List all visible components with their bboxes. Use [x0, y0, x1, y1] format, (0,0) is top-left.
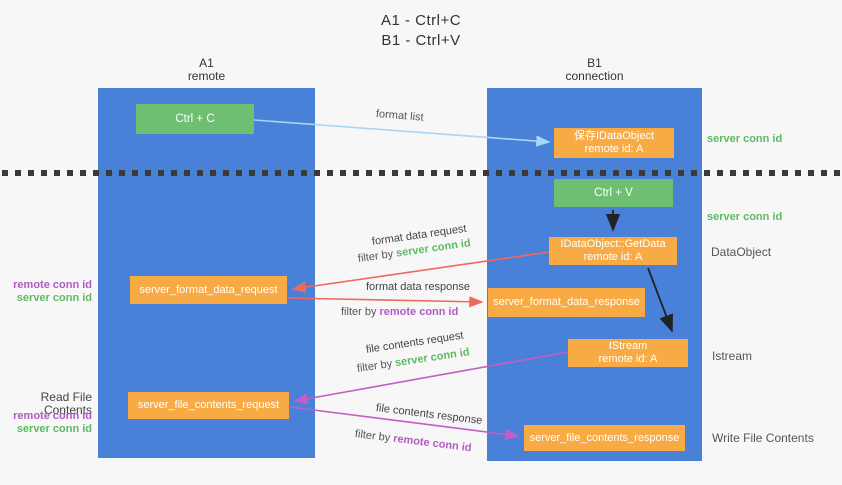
session-divider-dotted-line: [2, 170, 840, 176]
server-conn-id-label-top: server conn id: [707, 133, 783, 145]
format-request-label: server_format_data_request: [139, 283, 278, 296]
save-idataobject-line1: 保存IDataObject: [573, 130, 655, 142]
server-format-data-response-box: server_format_data_response: [488, 288, 645, 317]
server-conn-id-label: server conn id: [16, 292, 92, 304]
remote-conn-id-label: remote conn id: [13, 279, 92, 291]
title-line-1: A1 - Ctrl+C: [380, 12, 462, 29]
server-format-data-request-box: server_format_data_request: [130, 276, 287, 304]
filter-by-text: filter by: [357, 248, 394, 265]
lane-header-b1-connection: B1 connection: [487, 57, 702, 83]
istream-line1: IStream: [608, 340, 648, 352]
remote-conn-id-text: remote conn id: [392, 432, 473, 455]
lane-a-name: remote: [187, 69, 226, 83]
getdata-line1: IDataObject::GetData: [560, 238, 666, 250]
ctrl-v-label: Ctrl + V: [594, 186, 633, 199]
getdata-line2: remote id: A: [583, 251, 643, 263]
lane-b-name: connection: [565, 69, 624, 83]
diagram-title: A1 - Ctrl+C B1 - Ctrl+V: [0, 11, 842, 51]
lane-b-id: B1: [587, 56, 602, 70]
file-request-label: server_file_contents_request: [137, 399, 280, 411]
idataobject-getdata-box: IDataObject::GetData remote id: A: [549, 237, 677, 265]
lane-a-id: A1: [199, 56, 214, 70]
server-conn-id-label: server conn id: [16, 423, 92, 435]
read-file-contents-label: Read File Contents: [40, 390, 92, 417]
format-list-label: format list: [375, 108, 425, 124]
filter-by-text: filter by: [354, 428, 391, 445]
save-idataobject-box: 保存IDataObject remote id: A: [554, 128, 674, 158]
file-response-label: server_file_contents_response: [529, 431, 680, 444]
format-data-response-label: format data response: [366, 281, 470, 293]
lane-header-a1-remote: A1 remote: [98, 57, 315, 83]
save-idataobject-line2: remote id: A: [584, 143, 644, 155]
file-contents-response-label: file contents response: [375, 402, 483, 427]
server-file-contents-request-box: server_file_contents_request: [128, 392, 289, 419]
conn-id-pair-format: remote conn id server conn id: [0, 279, 92, 305]
istream-line2: remote id: A: [598, 353, 658, 365]
remote-conn-id-text: remote conn id: [379, 306, 459, 318]
server-conn-id-label-mid: server conn id: [707, 211, 783, 223]
filter-by-text: filter by: [356, 357, 393, 375]
dataobject-label: DataObject: [711, 245, 772, 259]
format-data-response-arrow: [287, 296, 484, 308]
title-line-2: B1 - Ctrl+V: [381, 32, 461, 49]
ctrl-c-label: Ctrl + C: [175, 112, 215, 125]
istream-box: IStream remote id: A: [568, 339, 688, 367]
write-file-contents-label: Write File Contents: [712, 431, 814, 445]
format-response-label: server_format_data_response: [493, 296, 640, 308]
ctrl-c-action-box: Ctrl + C: [136, 104, 254, 134]
remote-conn-id-label: remote conn id: [13, 410, 92, 422]
istream-side-label: Istream: [712, 349, 753, 363]
filter-by-text: filter by: [341, 306, 377, 318]
conn-id-pair-file: remote conn id server conn id: [0, 410, 92, 436]
ctrl-v-action-box: Ctrl + V: [554, 179, 673, 207]
server-file-contents-response-box: server_file_contents_response: [524, 425, 685, 451]
